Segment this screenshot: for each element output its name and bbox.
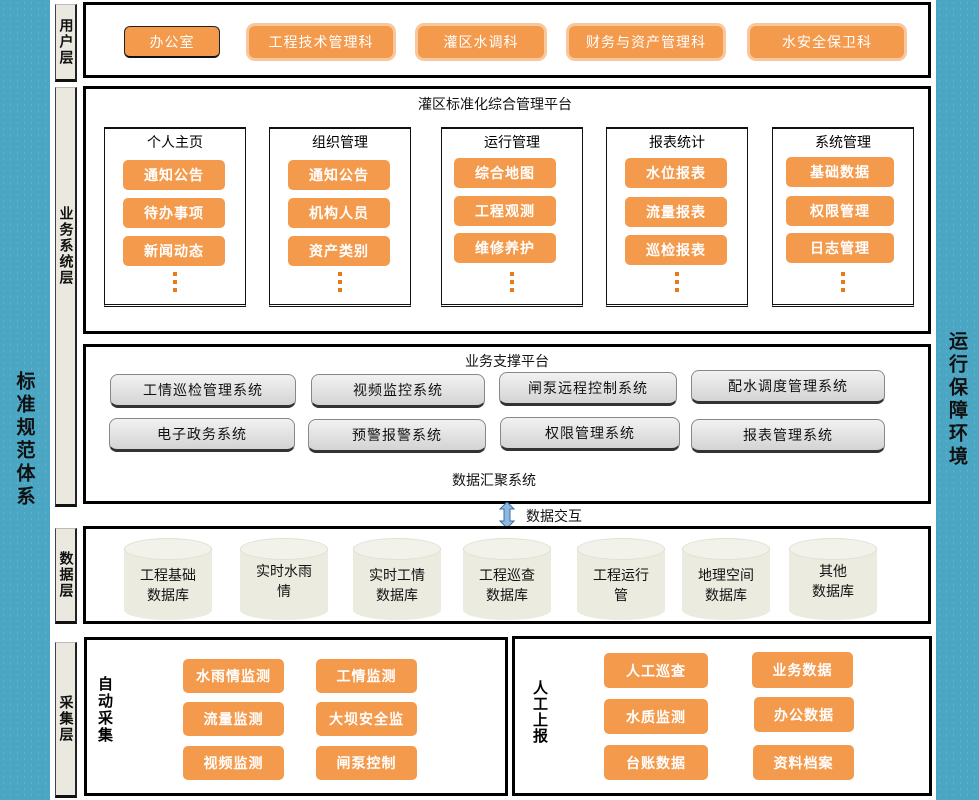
more-ellipsis-icon: [105, 272, 245, 292]
collect-item[interactable]: 人工巡查: [604, 653, 708, 688]
database-label: 实时水雨 情: [256, 564, 312, 600]
dept-engineering-button[interactable]: 工程技术管理科: [249, 26, 393, 58]
module-item[interactable]: 工程观测: [454, 196, 556, 226]
database-patrol: 工程巡查 数据库: [463, 538, 551, 624]
system-gate-pump-button[interactable]: 闸泵远程控制系统: [499, 372, 677, 406]
data-layer-label: 数据层: [57, 551, 74, 599]
module-item[interactable]: 基础数据: [786, 157, 894, 187]
module-item[interactable]: 流量报表: [625, 197, 727, 227]
data-exchange-label: 数据交互: [526, 509, 582, 525]
system-video-button[interactable]: 视频监控系统: [311, 374, 485, 408]
module-title: 运行管理: [484, 135, 540, 151]
module-item[interactable]: 资产类别: [288, 236, 390, 266]
data-layer-tab: 数据层: [55, 528, 77, 624]
platform-title: 灌区标准化综合管理平台: [418, 97, 572, 113]
bidirectional-arrow-icon: [499, 502, 515, 528]
user-layer-label: 用户层: [57, 18, 74, 66]
manual-report-frame: [512, 636, 932, 796]
standards-system-label: 标准规范体系: [13, 371, 36, 509]
system-report-button[interactable]: 报表管理系统: [691, 419, 885, 453]
module-organization: 组织管理 通知公告 机构人员 资产类别: [269, 127, 411, 307]
module-item[interactable]: 待办事项: [123, 198, 225, 228]
module-item[interactable]: 维修养护: [454, 233, 556, 263]
dept-water-dispatch-button[interactable]: 灌区水调科: [418, 26, 544, 58]
collect-layer-label: 采集层: [57, 695, 74, 743]
module-title: 组织管理: [312, 135, 368, 151]
module-title: 个人主页: [147, 135, 203, 151]
dept-finance-button[interactable]: 财务与资产管理科: [569, 26, 723, 58]
system-water-dispatch-button[interactable]: 配水调度管理系统: [691, 370, 885, 404]
system-permission-button[interactable]: 权限管理系统: [500, 417, 680, 451]
database-realtime-works: 实时工情 数据库: [353, 538, 441, 624]
module-item[interactable]: 水位报表: [625, 158, 727, 188]
collect-item[interactable]: 资料档案: [753, 745, 854, 780]
auto-collect-frame: [84, 637, 508, 796]
support-platform-title: 业务支撑平台: [465, 354, 549, 370]
collect-item[interactable]: 台账数据: [604, 745, 708, 780]
module-operations: 运行管理 综合地图 工程观测 维修养护: [441, 127, 583, 307]
module-item[interactable]: 巡检报表: [625, 235, 727, 265]
database-label: 工程巡查 数据库: [479, 568, 535, 604]
collect-item[interactable]: 视频监测: [183, 746, 284, 780]
operation-support-band: 运行保障环境: [936, 0, 979, 800]
collect-item[interactable]: 业务数据: [752, 652, 853, 688]
collect-item[interactable]: 办公数据: [754, 697, 854, 732]
module-item[interactable]: 新闻动态: [123, 236, 225, 266]
user-layer-tab: 用户层: [55, 4, 77, 82]
collect-item[interactable]: 闸泵控制: [316, 746, 417, 780]
more-ellipsis-icon: [773, 272, 913, 292]
database-operation: 工程运行 管: [577, 538, 665, 624]
auto-collect-label: 自动采集: [96, 676, 114, 744]
system-egov-button[interactable]: 电子政务系统: [109, 418, 295, 452]
operation-support-label: 运行保障环境: [946, 331, 968, 469]
collect-item[interactable]: 水雨情监测: [183, 659, 284, 693]
database-label: 工程运行 管: [593, 568, 649, 604]
data-aggregation-label: 数据汇聚系统: [452, 473, 536, 489]
dept-office-button[interactable]: 办公室: [124, 26, 220, 58]
more-ellipsis-icon: [607, 272, 747, 292]
system-inspection-button[interactable]: 工情巡检管理系统: [110, 374, 296, 408]
business-layer-tab: 业务系统层: [55, 87, 77, 507]
module-item[interactable]: 机构人员: [288, 198, 390, 228]
standards-system-band: 标准规范体系: [0, 0, 50, 800]
module-reports: 报表统计 水位报表 流量报表 巡检报表: [606, 127, 748, 307]
system-alarm-button[interactable]: 预警报警系统: [308, 419, 486, 453]
business-layer-label: 业务系统层: [57, 206, 74, 286]
collect-item[interactable]: 流量监测: [183, 702, 284, 736]
collect-item[interactable]: 水质监测: [604, 699, 708, 734]
more-ellipsis-icon: [442, 272, 582, 292]
database-label: 工程基础 数据库: [140, 568, 196, 604]
database-label: 地理空间 数据库: [698, 568, 754, 604]
dept-security-button[interactable]: 水安全保卫科: [750, 26, 904, 58]
database-engineering-basic: 工程基础 数据库: [124, 538, 212, 624]
module-item[interactable]: 通知公告: [288, 160, 390, 190]
module-personal-home: 个人主页 通知公告 待办事项 新闻动态: [104, 127, 246, 307]
database-label: 其他 数据库: [812, 564, 854, 600]
database-geospatial: 地理空间 数据库: [682, 538, 770, 624]
collect-item[interactable]: 大坝安全监: [316, 702, 417, 736]
collect-item[interactable]: 工情监测: [316, 659, 417, 693]
database-label: 实时工情 数据库: [369, 568, 425, 604]
module-item[interactable]: 综合地图: [454, 158, 556, 188]
manual-report-label: 人工上报: [531, 680, 549, 744]
module-item[interactable]: 日志管理: [786, 233, 894, 263]
module-system: 系统管理 基础数据 权限管理 日志管理: [772, 127, 914, 307]
database-other: 其他 数据库: [789, 538, 877, 624]
collect-layer-tab: 采集层: [55, 642, 77, 798]
module-item[interactable]: 权限管理: [786, 196, 894, 226]
more-ellipsis-icon: [270, 272, 410, 292]
module-item[interactable]: 通知公告: [123, 160, 225, 190]
module-title: 系统管理: [815, 135, 871, 151]
database-rain-water: 实时水雨 情: [240, 538, 328, 624]
module-title: 报表统计: [649, 135, 705, 151]
